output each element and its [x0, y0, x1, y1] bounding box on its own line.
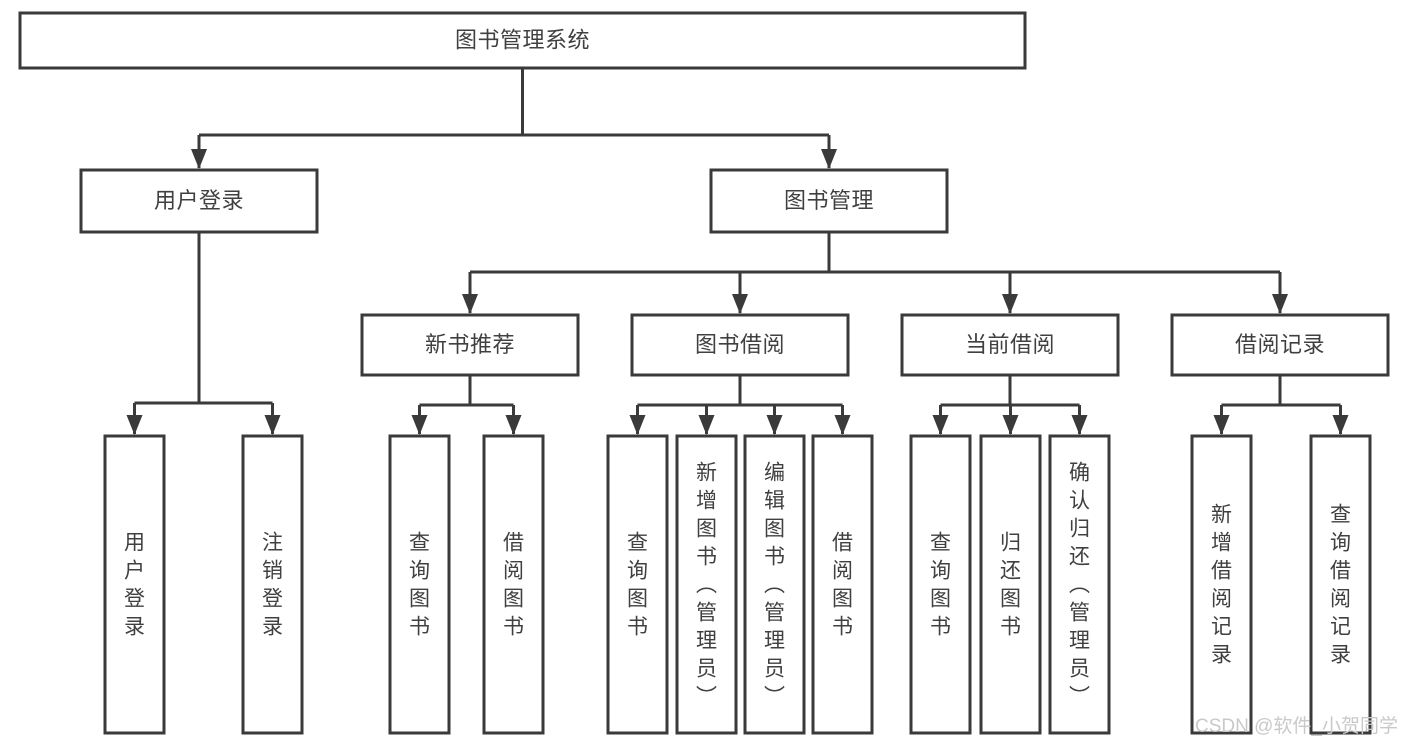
arrow-head-icon-leaf-user-logout — [264, 415, 281, 435]
node-label-new-book-recommend: 新书推荐 — [425, 332, 515, 357]
node-leaf-query-book-1[interactable]: 查询图书 — [388, 434, 451, 735]
arrow-head-icon-new-book-recommend — [462, 294, 478, 314]
arrow-head-icon-leaf-query-book-2 — [629, 415, 646, 435]
arrow-head-icon-leaf-add-book — [698, 415, 715, 435]
node-box-leaf-user-logout[interactable] — [241, 434, 304, 735]
node-box-user-login[interactable] — [79, 168, 319, 234]
arrow-head-icon-book-borrow — [732, 294, 748, 314]
node-label-leaf-confirm-return: 确认归还︵管理员︶ — [1069, 462, 1090, 709]
node-label-leaf-query-record: 查询借阅记录 — [1330, 504, 1351, 667]
node-box-leaf-edit-book[interactable] — [743, 434, 806, 735]
node-box-leaf-borrow-book-1[interactable] — [482, 434, 545, 735]
node-box-current-borrow[interactable] — [900, 313, 1120, 377]
node-new-book-recommend[interactable]: 新书推荐 — [360, 313, 580, 377]
node-box-leaf-add-book[interactable] — [675, 434, 738, 735]
node-label-leaf-query-book-3: 查询图书 — [930, 532, 951, 639]
node-box-leaf-confirm-return[interactable] — [1048, 434, 1111, 735]
node-leaf-confirm-return[interactable]: 确认归还︵管理员︶ — [1048, 434, 1111, 735]
node-label-user-login: 用户登录 — [154, 188, 244, 213]
node-book-borrow[interactable]: 图书借阅 — [630, 313, 850, 377]
edge-layer — [126, 68, 1349, 435]
node-box-leaf-borrow-book-2[interactable] — [811, 434, 874, 735]
node-label-leaf-query-book-2: 查询图书 — [627, 532, 648, 639]
node-box-leaf-query-record[interactable] — [1309, 434, 1372, 735]
node-box-leaf-query-book-1[interactable] — [388, 434, 451, 735]
node-leaf-borrow-book-2[interactable]: 借阅图书 — [811, 434, 874, 735]
node-box-borrow-record[interactable] — [1170, 313, 1390, 377]
arrow-head-icon-leaf-borrow-book-1 — [505, 415, 522, 435]
arrow-head-icon-leaf-query-book-3 — [932, 415, 949, 435]
node-label-leaf-edit-book: 编辑图书︵管理员︶ — [764, 462, 785, 709]
node-borrow-record[interactable]: 借阅记录 — [1170, 313, 1390, 377]
node-label-borrow-record: 借阅记录 — [1235, 332, 1325, 357]
watermark-label: CSDN @软件_小贺同学 — [1195, 715, 1398, 737]
node-layer: 图书管理系统用户登录图书管理新书推荐图书借阅当前借阅借阅记录用户登录注销登录查询… — [18, 11, 1390, 735]
arrow-head-icon-current-borrow — [1002, 294, 1018, 314]
node-leaf-add-record[interactable]: 新增借阅记录 — [1190, 434, 1253, 735]
arrow-head-icon-leaf-query-book-1 — [411, 415, 428, 435]
node-label-leaf-user-logout: 注销登录 — [262, 532, 283, 639]
node-box-new-book-recommend[interactable] — [360, 313, 580, 377]
node-box-undefined[interactable] — [18, 11, 1027, 70]
arrow-head-icon-leaf-query-record — [1332, 415, 1349, 435]
node-leaf-query-book-3[interactable]: 查询图书 — [909, 434, 972, 735]
node-box-book-manage[interactable] — [709, 168, 949, 234]
node-box-leaf-return-book[interactable] — [979, 434, 1042, 735]
node-book-manage[interactable]: 图书管理 — [709, 168, 949, 234]
node-leaf-edit-book[interactable]: 编辑图书︵管理员︶ — [743, 434, 806, 735]
node-label-book-manage: 图书管理 — [784, 188, 874, 213]
arrow-head-icon-user-login — [191, 149, 207, 169]
node-label-leaf-add-record: 新增借阅记录 — [1211, 504, 1232, 667]
node-box-leaf-add-record[interactable] — [1190, 434, 1253, 735]
node-box-leaf-user-login[interactable] — [103, 434, 166, 735]
node-box-book-borrow[interactable] — [630, 313, 850, 377]
node-leaf-user-logout[interactable]: 注销登录 — [241, 434, 304, 735]
arrow-head-icon-leaf-return-book — [1002, 415, 1019, 435]
arrow-head-icon-leaf-edit-book — [766, 415, 783, 435]
node-leaf-query-book-2[interactable]: 查询图书 — [606, 434, 669, 735]
node-label-leaf-borrow-book-2: 借阅图书 — [832, 532, 853, 639]
arrow-head-icon-leaf-confirm-return — [1071, 415, 1088, 435]
node-leaf-query-record[interactable]: 查询借阅记录 — [1309, 434, 1372, 735]
arrow-head-icon-leaf-borrow-book-2 — [834, 415, 851, 435]
node-current-borrow[interactable]: 当前借阅 — [900, 313, 1120, 377]
arrow-head-icon-leaf-user-login — [126, 415, 143, 435]
node-box-leaf-query-book-2[interactable] — [606, 434, 669, 735]
node-leaf-return-book[interactable]: 归还图书 — [979, 434, 1042, 735]
node-box-leaf-query-book-3[interactable] — [909, 434, 972, 735]
node-leaf-user-login[interactable]: 用户登录 — [103, 434, 166, 735]
node-undefined[interactable]: 图书管理系统 — [18, 11, 1027, 70]
node-label-leaf-borrow-book-1: 借阅图书 — [503, 532, 524, 639]
node-leaf-borrow-book-1[interactable]: 借阅图书 — [482, 434, 545, 735]
node-label-book-borrow: 图书借阅 — [695, 332, 785, 357]
arrow-head-icon-leaf-add-record — [1213, 415, 1230, 435]
node-label-leaf-user-login: 用户登录 — [124, 532, 145, 639]
node-label-leaf-return-book: 归还图书 — [1000, 532, 1021, 639]
node-label-undefined: 图书管理系统 — [455, 27, 590, 52]
node-label-leaf-query-book-1: 查询图书 — [409, 532, 430, 639]
arrow-head-icon-borrow-record — [1272, 294, 1288, 314]
node-leaf-add-book[interactable]: 新增图书︵管理员︶ — [675, 434, 738, 735]
node-label-leaf-add-book: 新增图书︵管理员︶ — [696, 462, 717, 709]
node-label-current-borrow: 当前借阅 — [965, 332, 1055, 357]
arrow-head-icon-book-manage — [821, 149, 837, 169]
node-user-login[interactable]: 用户登录 — [79, 168, 319, 234]
